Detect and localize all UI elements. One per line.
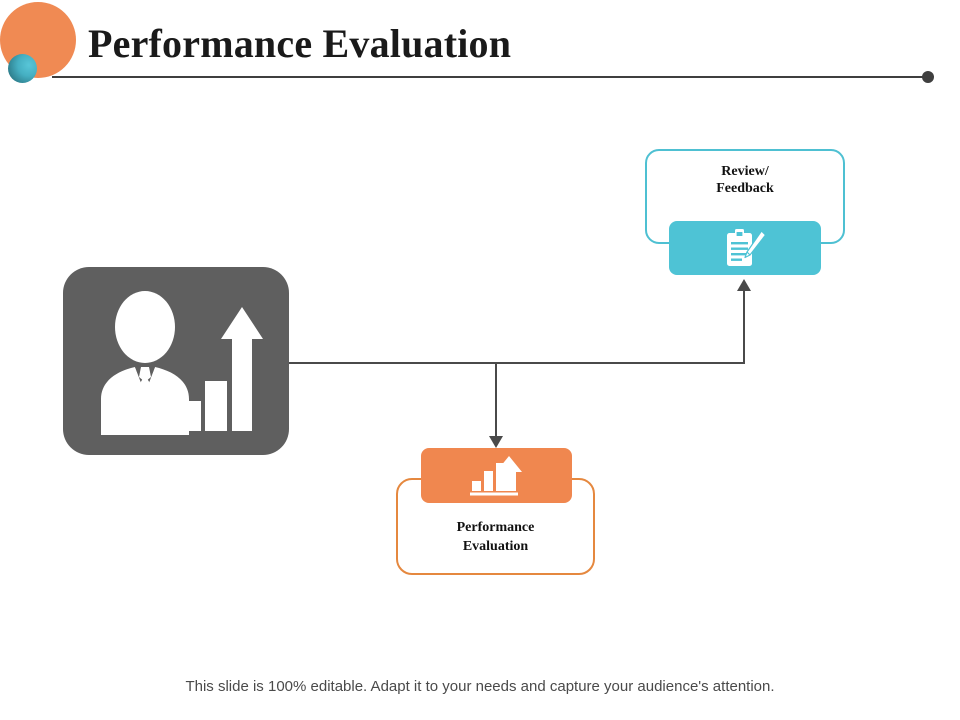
node-performance-evaluation-icon-tile[interactable] bbox=[421, 448, 572, 503]
node-performance-evaluation-label: Performance Evaluation bbox=[456, 520, 535, 554]
title-divider bbox=[52, 76, 924, 78]
page-title: Performance Evaluation bbox=[88, 21, 512, 66]
footer-note: This slide is 100% editable. Adapt it to… bbox=[185, 678, 775, 695]
rule-end-dot-icon bbox=[922, 71, 934, 83]
bar-chart-up-arrow-icon bbox=[469, 455, 522, 495]
node-review-feedback-icon-tile[interactable] bbox=[669, 221, 821, 275]
node-review-feedback-label: Review/ Feedback bbox=[716, 164, 774, 196]
connector-vertical-up bbox=[743, 288, 745, 364]
businessman-with-growth-chart-icon bbox=[101, 291, 263, 435]
clipboard-pencil-icon bbox=[727, 229, 767, 266]
arrow-down-icon bbox=[489, 436, 503, 448]
arrow-up-icon bbox=[737, 279, 751, 291]
hero-icon-tile[interactable] bbox=[63, 267, 289, 455]
connector-vertical-down bbox=[495, 362, 497, 438]
teal-gradient-circle-icon bbox=[8, 54, 37, 83]
connector-horizontal bbox=[287, 362, 745, 364]
